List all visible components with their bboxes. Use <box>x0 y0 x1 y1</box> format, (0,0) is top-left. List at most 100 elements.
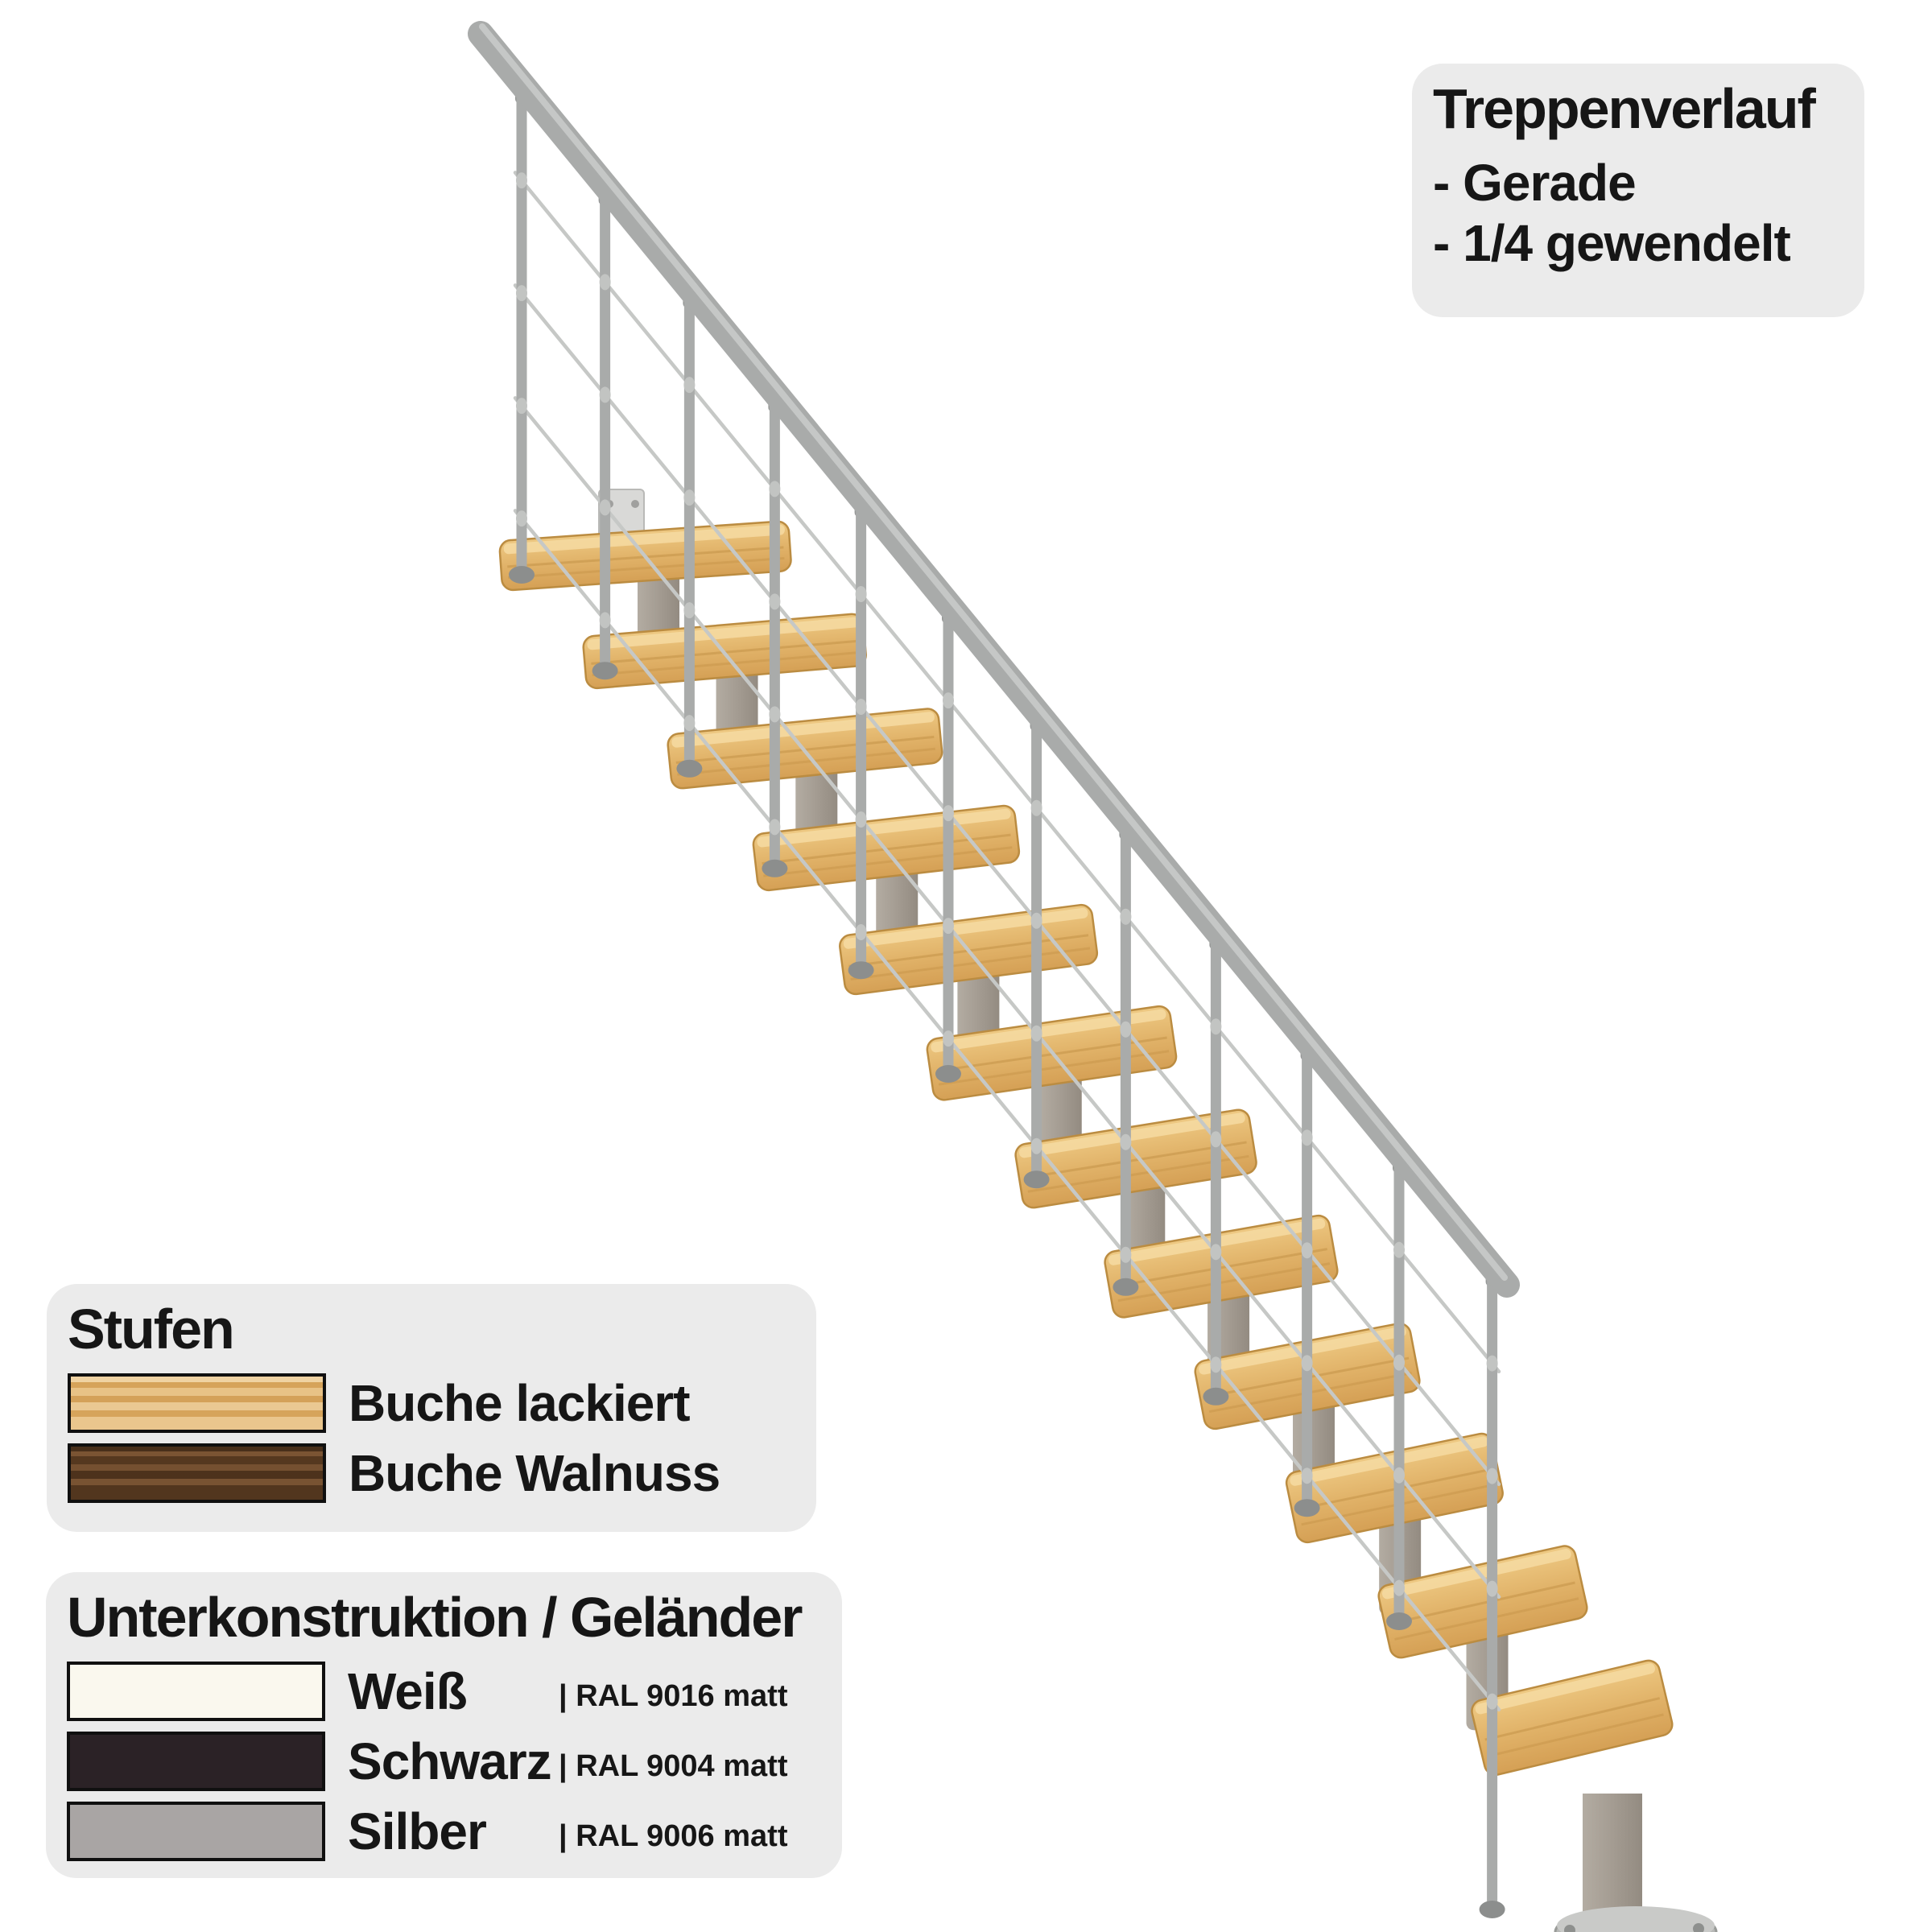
cable-fitting <box>1486 1468 1498 1484</box>
stufen-option-row: Buche lackiert <box>68 1373 795 1433</box>
cable-fitting <box>855 811 867 828</box>
cable-fitting <box>1393 1579 1405 1596</box>
wood-grain-line <box>1484 1697 1661 1741</box>
wood-grain-line <box>938 1050 1170 1086</box>
baluster-foot <box>1203 1387 1229 1406</box>
cable-fitting <box>769 706 781 723</box>
cable-fitting <box>516 285 527 302</box>
wood-grain-line <box>1115 1248 1327 1288</box>
cable-fitting <box>516 398 527 415</box>
cable-fitting <box>1030 1137 1042 1154</box>
cable-fitting <box>1030 912 1042 929</box>
handrail-highlight <box>479 23 1508 1281</box>
cable-fitting <box>683 377 696 394</box>
tread <box>926 1005 1178 1101</box>
swatch-schwarz <box>67 1732 325 1791</box>
frame-option-row: Schwarz | RAL 9004 matt <box>67 1732 821 1791</box>
baluster-foot <box>676 759 703 778</box>
frame-option-label: Weiß <box>348 1662 468 1720</box>
cable-fitting <box>683 715 696 732</box>
cable-fitting <box>1301 1242 1313 1259</box>
cable-fitting <box>855 586 867 603</box>
wood-grain-line <box>677 747 935 776</box>
cable-fitting <box>1301 1129 1313 1146</box>
cable-fitting <box>943 692 954 709</box>
treppenverlauf-item-gewendelt: - 1/4 gewendelt <box>1433 213 1791 272</box>
frame-option-ral: | RAL 9004 matt <box>559 1748 788 1783</box>
cable-fitting <box>1486 1693 1498 1710</box>
cable-fitting <box>599 612 611 629</box>
baluster-foot <box>848 961 874 980</box>
tread-top-highlight <box>1381 1549 1571 1600</box>
cable-fitting <box>599 386 611 403</box>
mount-hardware <box>598 489 1718 1932</box>
wood-grain-line <box>850 947 1091 980</box>
tread-top-highlight <box>843 907 1088 949</box>
cable-fitting <box>1210 1131 1222 1148</box>
railing-cable <box>513 171 1501 1374</box>
frame-option-row: Silber | RAL 9006 matt <box>67 1802 821 1861</box>
cable-fitting <box>943 805 954 822</box>
baluster-foot <box>1023 1170 1050 1189</box>
cable-fitting <box>1120 1133 1132 1150</box>
swatch-buche-walnuss <box>68 1443 326 1503</box>
balusters <box>509 82 1505 1918</box>
frame-option-label: Silber <box>348 1802 487 1860</box>
handrail-bar <box>468 21 1520 1298</box>
baluster-foot <box>1479 1901 1505 1918</box>
cable-fitting <box>1120 908 1132 925</box>
wood-grain-line <box>1390 1581 1575 1625</box>
frame-option-row: Weiß | RAL 9016 matt <box>67 1662 821 1721</box>
stufen-title: Stufen <box>68 1298 235 1360</box>
frame-option-ral: | RAL 9006 matt <box>559 1818 788 1853</box>
swatch-buche-lackiert <box>68 1373 326 1433</box>
cable-fitting <box>599 274 611 291</box>
cable-fitting <box>1486 1580 1498 1597</box>
wood-grain-line <box>1394 1597 1579 1641</box>
swatch-silber <box>67 1802 325 1861</box>
frame-option-label: Schwarz <box>348 1732 552 1790</box>
railing-cable <box>513 396 1501 1600</box>
cable-fitting <box>855 699 867 716</box>
tread-top-highlight <box>931 1009 1166 1053</box>
baluster-foot <box>935 1065 961 1083</box>
cable-fitting <box>1210 1018 1222 1035</box>
baluster-foot <box>592 662 618 680</box>
screw <box>631 500 639 508</box>
baluster-foot <box>1386 1612 1412 1630</box>
cable-fitting <box>1486 1355 1498 1372</box>
cable-fitting <box>683 602 696 619</box>
bolt <box>1564 1925 1575 1932</box>
tread-top-highlight <box>1475 1663 1655 1715</box>
cable-fitting <box>683 489 696 506</box>
railing-cable <box>513 283 1501 1487</box>
cable-fitting <box>1301 1355 1313 1372</box>
cable-fitting <box>1210 1356 1222 1373</box>
baluster-foot <box>1113 1278 1139 1296</box>
baluster-foot <box>509 566 535 584</box>
cable-fitting <box>1393 1354 1405 1371</box>
cable-fitting <box>1301 1468 1313 1484</box>
baluster-foot <box>762 859 788 877</box>
cable-fitting <box>1120 1021 1132 1038</box>
railing-cables <box>513 171 1501 1712</box>
tread-top-highlight <box>503 524 785 555</box>
wood-grain-line <box>1117 1262 1331 1302</box>
unterkonstruktion-title: Unterkonstruktion / Geländer <box>67 1586 803 1649</box>
tread-board <box>1471 1659 1674 1777</box>
handrail <box>468 21 1520 1298</box>
wood-grain-line <box>1488 1713 1664 1757</box>
tread-top-highlight <box>671 712 935 748</box>
bolt <box>1693 1923 1704 1932</box>
cable-fitting <box>769 481 781 497</box>
treppenverlauf-item-gerade: - Gerade <box>1433 154 1637 212</box>
tread <box>1104 1214 1339 1319</box>
cable-fitting <box>599 499 611 516</box>
swatch-weiss <box>67 1662 325 1721</box>
wood-grain-line <box>1027 1154 1249 1193</box>
cable-fitting <box>855 924 867 941</box>
cable-fitting <box>1030 799 1042 816</box>
tread-top-highlight <box>1019 1113 1245 1158</box>
cable-fitting <box>1393 1467 1405 1484</box>
cable-fitting <box>943 918 954 935</box>
